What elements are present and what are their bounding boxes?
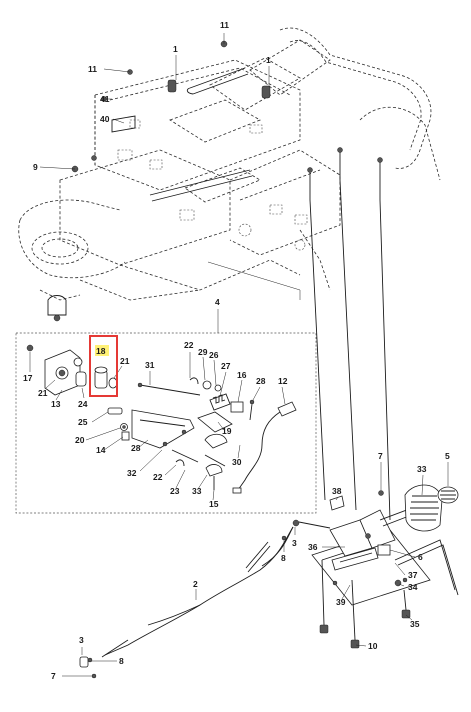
callout-22-bottom: 22 [153,472,163,482]
callout-5: 5 [445,451,450,461]
callout-17: 17 [23,373,33,383]
control-rods [207,147,391,521]
callout-31: 31 [145,360,155,370]
callout-2: 2 [193,579,198,589]
callout-33-pedal: 33 [417,464,427,474]
callout-7-right: 7 [378,451,383,461]
callout-1-right: 1 [266,55,271,65]
callout-12: 12 [278,376,288,386]
callout-7-bottom: 7 [51,671,56,681]
callout-6: 6 [418,552,423,562]
brake-cable [79,526,294,679]
callout-25: 25 [78,417,88,427]
callout-37: 37 [408,570,418,580]
highlight-label-background [95,345,109,356]
callout-28-top: 28 [256,376,266,386]
callout-1-top: 1 [173,44,178,54]
callout-11-top: 11 [220,20,229,30]
callout-22-top: 22 [184,340,194,350]
callout-labels: 11 1 11 1 41 40 9 4 18 17 21 13 24 21 31… [23,20,450,681]
callout-21-right: 21 [120,356,130,366]
callout-36: 36 [308,542,318,552]
callout-28-mid: 28 [131,443,141,453]
callout-32: 32 [127,468,137,478]
callout-3-bottom: 3 [79,635,84,645]
callout-8-bottom: 8 [119,656,124,666]
callout-41: 41 [100,94,110,104]
callout-39: 39 [336,597,346,607]
callout-30: 30 [232,457,242,467]
callout-15: 15 [209,499,219,509]
callout-16: 16 [237,370,247,380]
callout-29: 29 [198,347,208,357]
callout-38: 38 [332,486,342,496]
pedal-assembly [292,484,459,649]
callout-26: 26 [209,350,219,360]
callout-8-right: 8 [281,553,286,563]
callout-34: 34 [408,582,418,592]
chassis-frame [18,27,441,301]
callout-33-detail: 33 [192,486,202,496]
highlight-box [89,335,118,397]
detail-box [15,332,317,514]
callout-35: 35 [410,619,420,629]
callout-19: 19 [222,426,232,436]
callout-10: 10 [368,641,378,651]
callout-24: 24 [78,399,88,409]
callout-18: 18 [96,346,106,356]
callout-3-right: 3 [292,538,297,548]
callout-27: 27 [221,361,231,371]
frame-hardware [47,40,271,322]
callout-20: 20 [75,435,85,445]
callout-40: 40 [100,114,110,124]
callout-4: 4 [215,297,220,307]
brake-assembly-parts [26,344,297,494]
callout-9: 9 [33,162,38,172]
callout-14: 14 [96,445,106,455]
callout-21-left: 21 [38,388,48,398]
callout-11-left: 11 [88,64,97,74]
callout-23: 23 [170,486,180,496]
callout-13: 13 [51,399,61,409]
